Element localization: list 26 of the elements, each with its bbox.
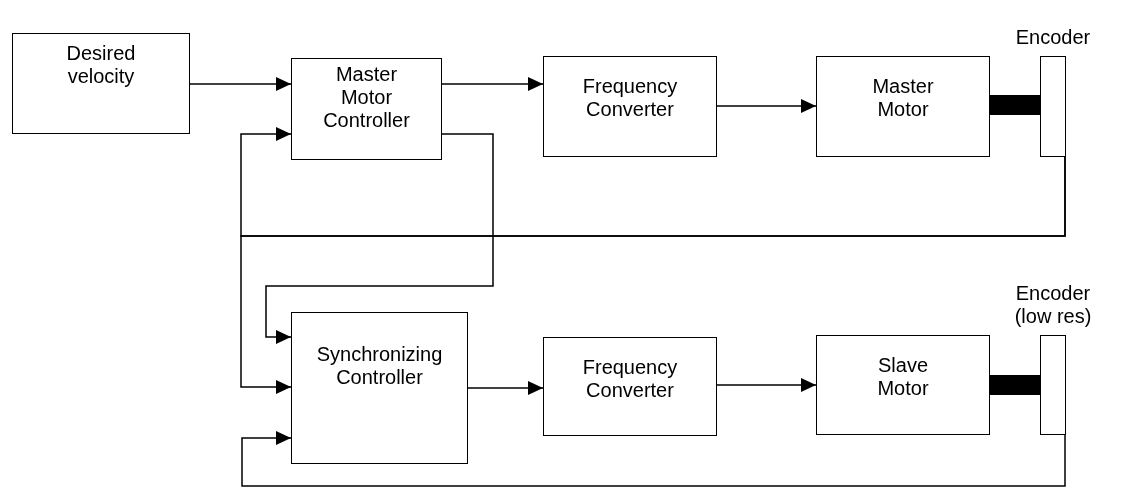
motor-shaft (990, 375, 1040, 395)
box-label: Master Motor (871, 75, 935, 121)
process-box (816, 56, 990, 157)
encoder-label: Encoder (1014, 26, 1092, 49)
process-box (291, 312, 468, 464)
arrow (240, 156, 1066, 394)
process-box (816, 335, 990, 435)
box-label: Slave Motor (876, 354, 930, 400)
box-label: Frequency Converter (581, 356, 679, 402)
arrow (189, 77, 292, 91)
process-box (291, 58, 442, 160)
box-label: Frequency Converter (581, 75, 679, 121)
process-box (12, 33, 190, 134)
arrow (241, 431, 1066, 487)
box-label: Synchronizing Controller (315, 343, 444, 389)
arrow (716, 99, 817, 113)
box-label: Desired velocity (65, 42, 137, 88)
box-label: Master Motor Controller (322, 63, 411, 132)
arrow (716, 378, 817, 392)
encoder-label: Encoder (low res) (1013, 282, 1093, 328)
process-box (543, 56, 717, 157)
arrow (265, 133, 494, 344)
motor-shaft (990, 95, 1040, 115)
arrow (441, 77, 544, 91)
arrow (467, 381, 544, 395)
process-box (543, 337, 717, 436)
